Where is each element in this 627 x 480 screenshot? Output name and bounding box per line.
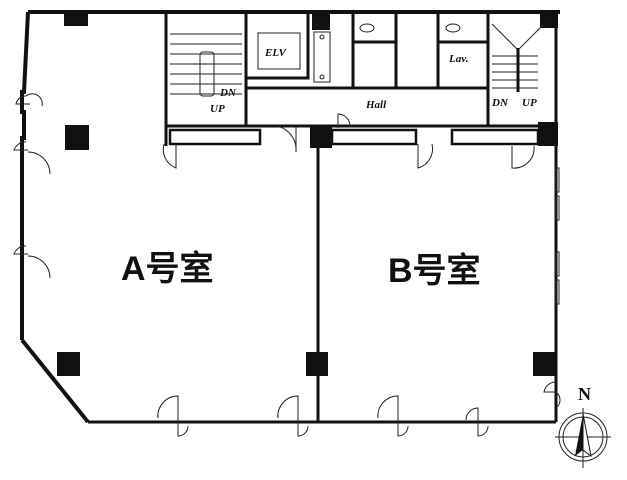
doors — [13, 93, 561, 437]
exterior-walls — [20, 10, 560, 424]
column — [533, 352, 555, 376]
column — [64, 12, 88, 26]
stair-right-up-label: UP — [522, 97, 537, 109]
column — [538, 122, 558, 146]
column — [312, 12, 330, 30]
stair-right — [491, 23, 545, 92]
north-compass-icon — [555, 408, 611, 468]
windows — [555, 167, 560, 305]
stair-right-dn-label: DN — [491, 97, 509, 109]
stair-left-up-label: UP — [210, 103, 225, 115]
hall-label: Hall — [365, 99, 387, 111]
north-label: N — [578, 384, 591, 404]
core-walls — [164, 10, 556, 146]
column — [65, 125, 89, 150]
room-b-label: B号室 — [388, 251, 481, 290]
stair-left-dn-label: DN — [219, 87, 237, 99]
lavatory-label: Lav. — [448, 53, 468, 65]
column — [310, 126, 332, 148]
room-a-label: A号室 — [121, 249, 214, 288]
stair-left — [170, 33, 242, 97]
column — [57, 352, 80, 376]
structural-columns — [57, 12, 558, 376]
column — [540, 12, 558, 28]
elevator-label: ELV — [264, 47, 288, 59]
